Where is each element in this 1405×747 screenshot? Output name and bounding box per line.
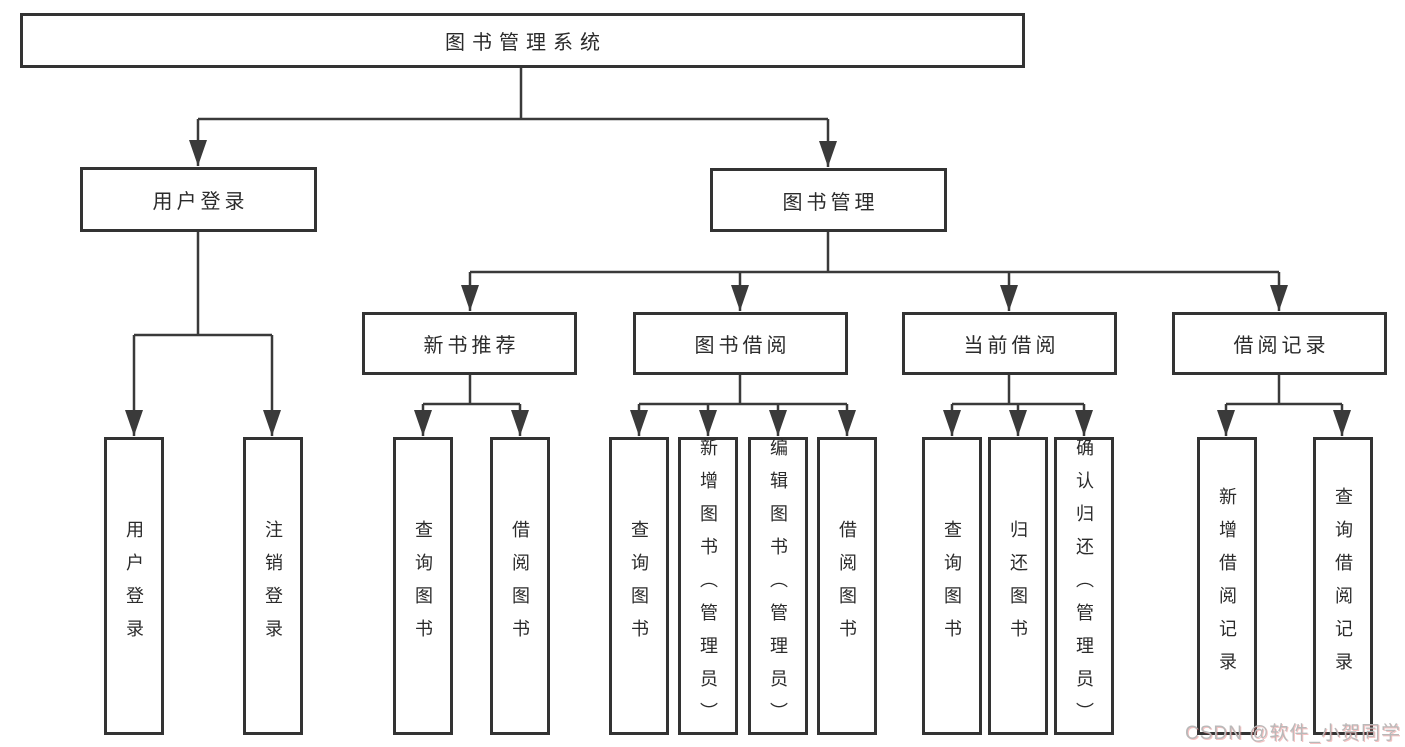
leaf-label: 查询图书	[629, 520, 649, 652]
leaf-label: 确认归还（管理员）	[1074, 437, 1094, 735]
node-new-book-recommend: 新书推荐	[362, 312, 577, 375]
leaf-label: 查询图书	[942, 520, 962, 652]
watermark: CSDN @软件_小贺同学	[1185, 723, 1401, 744]
node-user-login: 用户登录	[80, 167, 317, 232]
leaf-newbook-query-books: 查询图书	[393, 437, 453, 735]
leaf-newbook-borrow-books: 借阅图书	[490, 437, 550, 735]
leaf-label: 查询借阅记录	[1333, 487, 1353, 685]
node-label: 借阅记录	[1233, 335, 1330, 357]
node-book-management: 图书管理	[710, 168, 947, 232]
node-label: 新书推荐	[423, 335, 520, 357]
leaf-label: 新增图书（管理员）	[698, 437, 718, 735]
leaf-current-query-books: 查询图书	[922, 437, 982, 735]
leaf-label: 查询图书	[413, 520, 433, 652]
node-current-borrow: 当前借阅	[902, 312, 1117, 375]
leaf-logout: 注销登录	[243, 437, 303, 735]
leaf-borrow-edit-books-admin: 编辑图书（管理员）	[748, 437, 808, 735]
leaf-borrow-add-books-admin: 新增图书（管理员）	[678, 437, 738, 735]
node-label: 图书管理系统	[445, 32, 607, 54]
leaf-user-login: 用户登录	[104, 437, 164, 735]
node-borrow-records: 借阅记录	[1172, 312, 1387, 375]
node-label: 当前借阅	[963, 335, 1060, 357]
node-library-system: 图书管理系统	[20, 13, 1025, 68]
leaf-records-add: 新增借阅记录	[1197, 437, 1257, 735]
leaf-label: 用户登录	[124, 520, 144, 652]
node-label: 用户登录	[152, 191, 249, 213]
node-label: 图书管理	[782, 191, 879, 214]
leaf-label: 新增借阅记录	[1217, 487, 1237, 685]
leaf-label: 注销登录	[263, 520, 283, 652]
leaf-current-confirm-return-admin: 确认归还（管理员）	[1054, 437, 1114, 735]
leaf-borrow-borrow-books: 借阅图书	[817, 437, 877, 735]
node-label: 图书借阅	[694, 335, 791, 357]
leaf-label: 编辑图书（管理员）	[768, 437, 788, 735]
leaf-label: 借阅图书	[837, 520, 857, 652]
leaf-label: 归还图书	[1008, 520, 1028, 652]
leaf-borrow-query-books: 查询图书	[609, 437, 669, 735]
leaf-records-query: 查询借阅记录	[1313, 437, 1373, 735]
leaf-label: 借阅图书	[510, 520, 530, 652]
node-book-borrow: 图书借阅	[633, 312, 848, 375]
leaf-current-return-books: 归还图书	[988, 437, 1048, 735]
